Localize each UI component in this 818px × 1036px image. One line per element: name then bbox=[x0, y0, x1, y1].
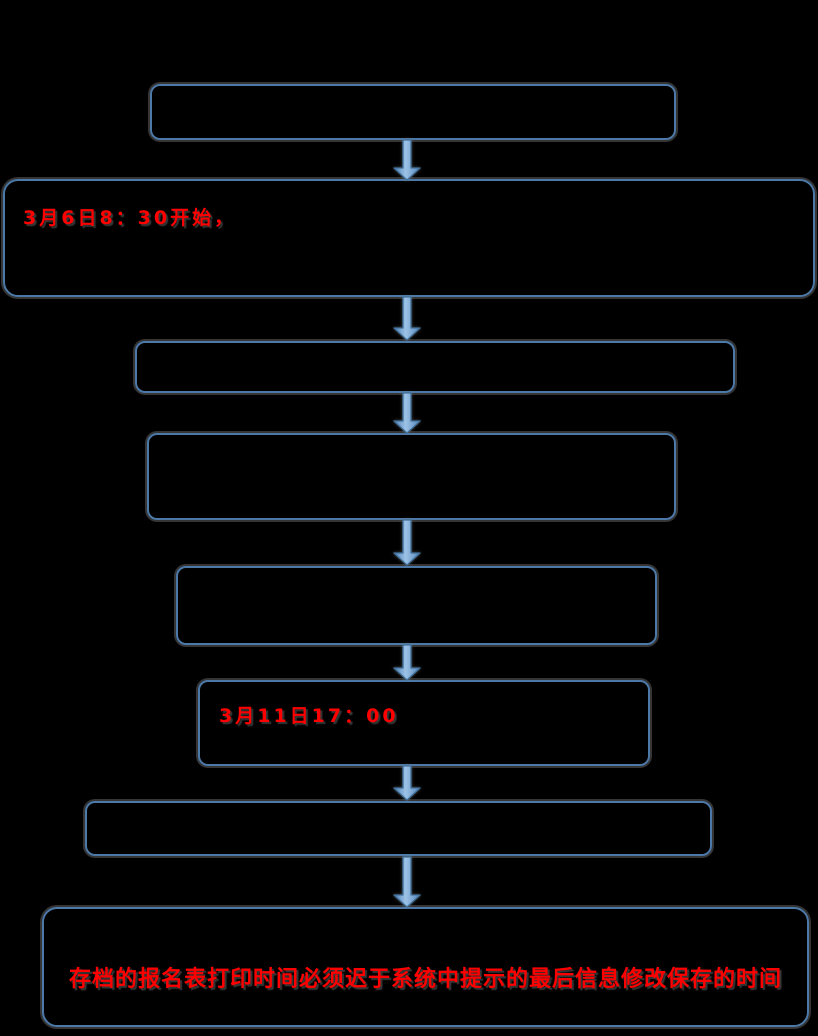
down-arrow-icon bbox=[393, 856, 421, 908]
flow-connector-3 bbox=[392, 392, 422, 434]
down-arrow-icon bbox=[393, 519, 421, 566]
step-2-highlight-text: 3月6日8：30开始， bbox=[23, 207, 237, 229]
flow-step-4 bbox=[147, 433, 676, 520]
down-arrow-icon bbox=[393, 765, 421, 801]
flow-connector-7 bbox=[392, 856, 422, 908]
down-arrow-icon bbox=[393, 139, 421, 181]
flow-connector-1 bbox=[392, 139, 422, 181]
flow-connector-5 bbox=[392, 644, 422, 681]
flow-step-1 bbox=[150, 84, 676, 140]
flow-step-8: 存档的报名表打印时间必须迟于系统中提示的最后信息修改保存的时间 bbox=[42, 907, 809, 1027]
step-8-note-text: 存档的报名表打印时间必须迟于系统中提示的最后信息修改保存的时间 bbox=[68, 967, 782, 992]
flow-step-3 bbox=[135, 341, 735, 393]
flow-step-7 bbox=[85, 801, 712, 856]
flow-connector-6 bbox=[392, 765, 422, 801]
down-arrow-icon bbox=[393, 392, 421, 434]
flow-connector-2 bbox=[392, 296, 422, 341]
flow-step-5 bbox=[176, 566, 657, 645]
flow-step-2: 3月6日8：30开始， bbox=[3, 179, 815, 297]
step-6-highlight-text: 3月11日17：00 bbox=[219, 705, 399, 727]
down-arrow-icon bbox=[393, 644, 421, 681]
flow-connector-4 bbox=[392, 519, 422, 566]
down-arrow-icon bbox=[393, 296, 421, 341]
flow-step-6: 3月11日17：00 bbox=[198, 680, 650, 766]
